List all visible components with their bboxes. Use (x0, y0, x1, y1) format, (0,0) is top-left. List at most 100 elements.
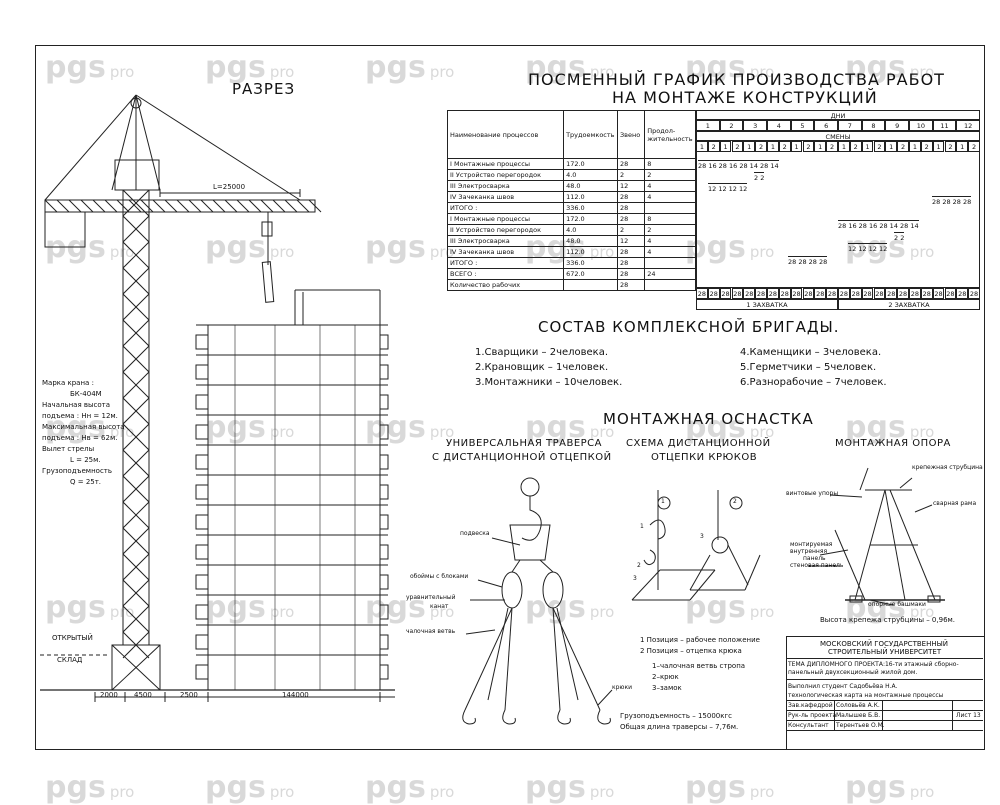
schedule-cell-crew: 28 (616, 191, 646, 203)
crane-info-line: Начальная высота (42, 401, 111, 409)
role-2-name: Малышев Б.В. (836, 712, 881, 719)
gantt-bar-label: 12 12 12 12 (708, 183, 748, 193)
traverse-title-2: С ДИСТАНЦИОННОЙ ОТЦЕПКОЙ (432, 452, 612, 463)
schedule-cell-dur (644, 279, 696, 291)
day-number: 12 (956, 120, 980, 131)
shift-number: 1 (956, 141, 969, 152)
title-block-lines-5 (786, 720, 983, 721)
drawing-frame (35, 45, 985, 750)
role-1-name: Соловьёв А.К. (836, 702, 880, 709)
support-title: МОНТАЖНАЯ ОПОРА (835, 438, 951, 449)
shift-number: 2 (826, 141, 838, 152)
crane-info-line: подъема : Нн = 12м. (42, 412, 118, 420)
shift-number: 2 (707, 141, 720, 152)
shift-number: 1 (909, 141, 921, 152)
brigade-member: 5.Герметчики – 5человек. (740, 362, 877, 373)
shift-number: 2 (920, 141, 933, 152)
gantt-bar-label: 2 2 (894, 232, 905, 242)
remote-position-2: 2 Позиция – отцепка крюка (640, 647, 742, 655)
shifts-label: СМЕНЫ (696, 131, 980, 141)
remote-position-1: 1 Позиция – рабочее положение (640, 636, 760, 644)
schedule-title-2: НА МОНТАЖЕ КОНСТРУКЦИЙ (612, 88, 878, 107)
workers-count: 28 (920, 288, 933, 299)
shift-number: 2 (755, 141, 767, 152)
workers-count: 28 (696, 288, 708, 299)
gantt-bar-label: 2 2 (754, 172, 765, 182)
workers-count: 28 (944, 288, 957, 299)
remote-part-desc-2: 2–крюк (652, 673, 679, 681)
workers-count: 28 (968, 288, 980, 299)
workers-count: 28 (790, 288, 803, 299)
university-2: СТРОИТЕЛЬНЫЙ УНИВЕРСИТЕТ (828, 648, 942, 656)
workers-count: 28 (861, 288, 874, 299)
remote-part-2: 2 (637, 562, 641, 569)
project-topic-1: ТЕМА ДИПЛОМНОГО ПРОЕКТА:16-ти этажный сб… (788, 661, 959, 668)
col-header-duration: Продол-жительность (644, 110, 696, 159)
shift-number: 2 (731, 141, 744, 152)
crane-span-label: L=25000 (213, 183, 246, 191)
brigade-list-right: 4.Каменщики – 3человека. 5.Герметчики – 5… (740, 345, 887, 390)
brigade-member: 6.Разнорабочие – 7человек. (740, 377, 887, 388)
workers-count: 28 (755, 288, 767, 299)
workers-count: 28 (849, 288, 862, 299)
workers-count: 28 (719, 288, 732, 299)
brigade-member: 4.Каменщики – 3человека. (740, 347, 882, 358)
workers-count: 28 (885, 288, 898, 299)
shift-number: 2 (802, 141, 815, 152)
day-number: 5 (790, 120, 815, 131)
traverse-capacity: Грузоподъемность – 15000кгс (620, 712, 732, 720)
title-block-col-3 (952, 700, 953, 730)
ground-label-1: ОТКРЫТЫЙ (52, 634, 93, 642)
gantt-bar-label: 28 16 28 16 28 14 28 14 (838, 220, 919, 230)
schedule-cell-crew: 28 (616, 279, 646, 291)
support-height: Высота крепежа струбцины – 0,96м. (820, 616, 956, 624)
workers-count: 28 (909, 288, 921, 299)
brigade-title: СОСТАВ КОМПЛЕКСНОЙ БРИГАДЫ. (538, 318, 840, 336)
shift-number: 1 (743, 141, 756, 152)
brigade-member: 1.Сварщики – 2человека. (475, 347, 609, 358)
gantt-bar-label: 28 28 28 28 (932, 196, 972, 206)
shift-number: 1 (885, 141, 898, 152)
shift-number: 1 (814, 141, 827, 152)
gantt-bar-label: 28 16 28 16 28 14 28 14 (698, 160, 779, 170)
workers-count: 28 (767, 288, 779, 299)
crane-info-line: L = 25м. (70, 456, 101, 464)
title-block-lines (786, 658, 983, 659)
day-number: 4 (767, 120, 791, 131)
shift-number: 2 (968, 141, 980, 152)
zone-1-label: 1 ЗАХВАТКА (696, 299, 838, 310)
day-number: 7 (838, 120, 862, 131)
gantt-bar-label: 12 12 12 12 (848, 243, 888, 253)
remote-part-1: 1 (640, 523, 644, 530)
rigging-title: МОНТАЖНАЯ ОСНАСТКА (603, 410, 814, 428)
traverse-label-hanger: подвеска (460, 530, 490, 537)
dimension-1: 2000 (100, 691, 118, 699)
crane-info-line: подъема : Нв = 62м. (42, 434, 118, 442)
crane-info-line: Вылет стрелы (42, 445, 95, 453)
traverse-title-1: УНИВЕРСАЛЬНАЯ ТРАВЕРСА (446, 438, 603, 449)
university-1: МОСКОВСКИЙ ГОСУДАРСТВЕННЫЙ (820, 640, 949, 648)
shift-number: 2 (849, 141, 862, 152)
support-label-shoes: опорные башмаки (868, 601, 926, 608)
support-label-clamp: крепежная струбцина (912, 464, 983, 471)
crane-info-line: Q = 25т. (70, 478, 102, 486)
workers-count: 28 (802, 288, 815, 299)
remote-part-3: 3 (633, 575, 637, 582)
shift-number: 1 (790, 141, 803, 152)
day-number: 1 (696, 120, 720, 131)
role-1: Зав.кафедрой (788, 702, 833, 709)
traverse-label-hooks: крюки (612, 684, 633, 691)
traverse-label-rope-1: уравнительный (406, 594, 456, 601)
day-number: 2 (719, 120, 744, 131)
sheet-label: Лист 13 (956, 712, 981, 719)
ground-label-2: СКЛАД (57, 656, 83, 664)
schedule-cell-name: Количество рабочих (446, 279, 565, 291)
